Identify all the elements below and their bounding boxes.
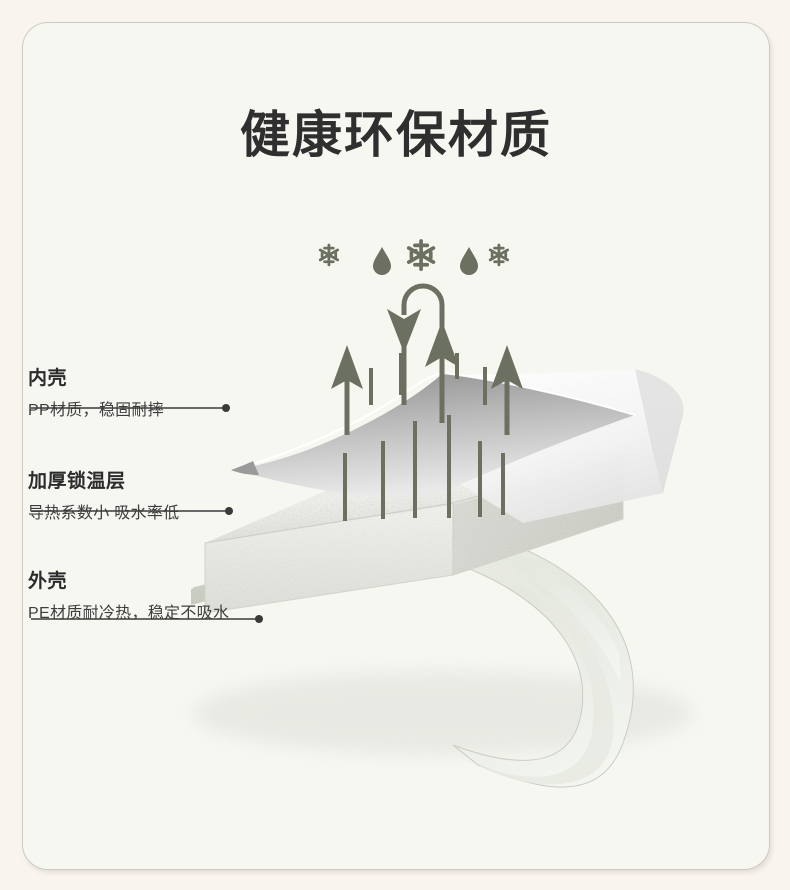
vapor-arrow-group (331, 283, 523, 521)
lid-left-tip (231, 461, 259, 475)
callout-leader-lines (31, 404, 263, 623)
vapor-arrow-right (491, 345, 523, 435)
callout-outer-shell: 外壳 PE材质耐冷热，稳定不吸水 (28, 566, 229, 623)
lid-top-surface-2 (459, 369, 683, 523)
leader-dot-outer (255, 615, 263, 623)
page-title: 健康环保材质 (240, 107, 552, 163)
weather-icon-row (318, 239, 509, 275)
callout-outer-shell-title: 外壳 (28, 571, 68, 592)
foam-front-face (205, 503, 453, 613)
callout-insulation-layer-subtitle: 导热系数小 吸水率低 (28, 505, 180, 522)
callout-inner-shell: 内壳 PP材质，稳固耐摔 (28, 363, 164, 420)
lid-underside (233, 373, 635, 497)
vapor-arrow-left (331, 345, 363, 435)
circulation-loop-arrow (401, 283, 445, 327)
callout-outer-shell-subtitle: PE材质耐冷热，稳定不吸水 (28, 605, 230, 622)
snowflake-icon-large (406, 239, 436, 272)
vapor-arrow-head (331, 345, 363, 389)
content-panel: 健康环保材质 (22, 22, 770, 870)
vapor-arrow-head (491, 345, 523, 389)
snowflake-icon (488, 243, 509, 267)
water-drop-icon (373, 247, 391, 275)
vapor-arrow-center-up (425, 321, 459, 423)
pe-sheet-tail (443, 539, 614, 785)
leader-dot-mid (225, 507, 233, 515)
snowflake-icon (318, 243, 339, 267)
callout-inner-shell-subtitle: PP材质，稳固耐摔 (28, 402, 165, 419)
vapor-arrow-head (425, 321, 459, 367)
callout-inner-shell-title: 内壳 (28, 368, 68, 389)
material-layers-illustration: 内壳 PP材质，稳固耐摔 加厚锁温层 导热系数小 吸水率低 外壳 PE材质耐冷热… (23, 23, 769, 869)
callout-insulation-layer: 加厚锁温层 导热系数小 吸水率低 (28, 466, 179, 523)
water-drop-icon (460, 247, 478, 275)
lid-ridge-highlight (232, 371, 636, 471)
leader-dot-inner (222, 404, 230, 412)
lid-right-curl (635, 369, 684, 493)
layers-diagram-svg (31, 239, 693, 788)
callout-insulation-layer-title: 加厚锁温层 (28, 471, 126, 492)
ground-shadow (193, 671, 693, 755)
vapor-arrow-head (387, 309, 421, 353)
vapor-arrow-center-down (387, 309, 421, 405)
